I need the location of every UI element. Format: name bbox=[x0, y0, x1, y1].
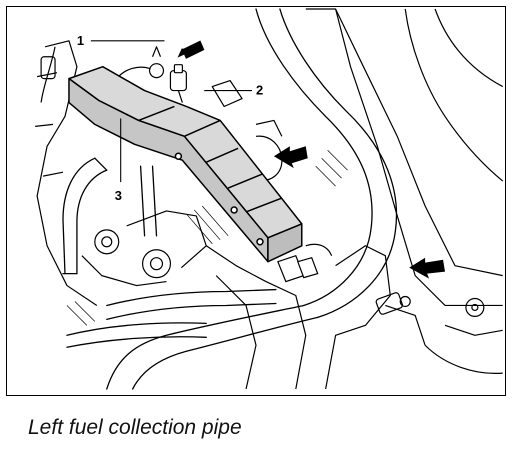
technical-illustration: 1 2 3 bbox=[6, 6, 506, 396]
fuel-line-connector bbox=[169, 64, 187, 103]
callout-leaders bbox=[90, 40, 253, 183]
shading-hatch bbox=[66, 150, 348, 326]
hoses bbox=[62, 8, 398, 390]
filled-arrow-icon bbox=[177, 40, 205, 59]
callout-label-1: 1 bbox=[77, 33, 84, 48]
filled-arrow-icon bbox=[273, 146, 308, 169]
filled-arrow-icon bbox=[409, 257, 446, 279]
fuel-collection-pipe bbox=[68, 65, 303, 263]
callout-label-3: 3 bbox=[115, 188, 122, 203]
hose-clamp bbox=[277, 243, 333, 283]
engine-background-detail bbox=[35, 8, 504, 390]
engine-bay-drawing: 1 2 3 bbox=[35, 8, 504, 390]
figure-caption: Left fuel collection pipe bbox=[28, 416, 242, 439]
callout-label-2: 2 bbox=[256, 83, 263, 98]
